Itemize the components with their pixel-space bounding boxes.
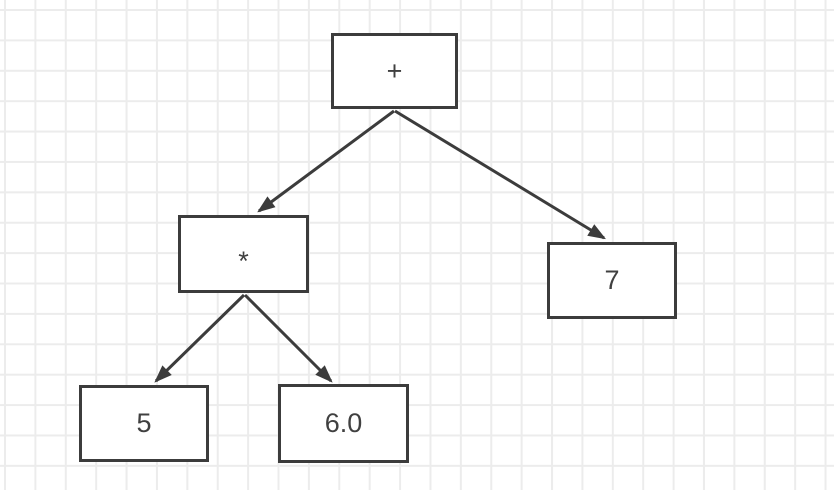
tree-node-plus[interactable]: +: [331, 33, 458, 109]
edge-plus-to-seven[interactable]: [394, 109, 604, 240]
tree-node-five[interactable]: 5: [79, 385, 209, 462]
edge-plus-to-times[interactable]: [259, 109, 395, 211]
node-seven-label: 7: [604, 265, 620, 295]
tree-node-seven[interactable]: 7: [547, 242, 677, 319]
node-five-label: 5: [136, 408, 152, 438]
tree-node-six[interactable]: 6.0: [278, 384, 409, 463]
node-six-label: 6.0: [324, 408, 363, 438]
edge-times-to-five[interactable]: [156, 293, 246, 381]
node-times-label: *: [238, 245, 249, 276]
tree-node-times[interactable]: *: [178, 215, 309, 293]
edge-times-to-six[interactable]: [243, 293, 331, 381]
node-plus-label: +: [386, 55, 403, 86]
